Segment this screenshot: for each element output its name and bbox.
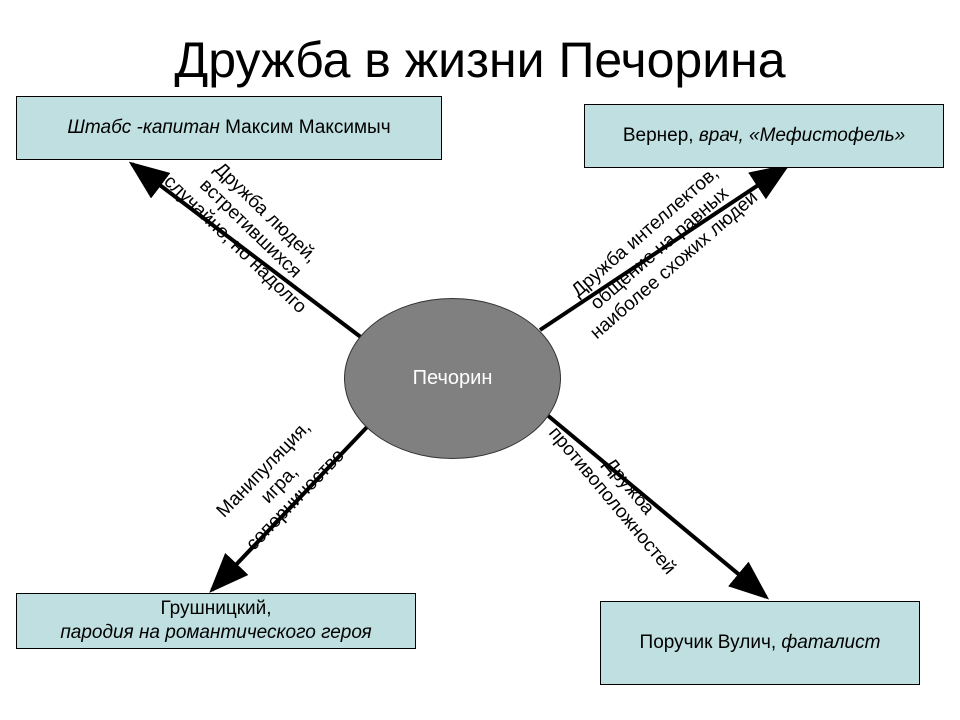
center-node-pechorin: Печорин	[344, 298, 561, 459]
node-grushnitsky: Грушницкий, пародия на романтического ге…	[16, 593, 416, 649]
node-maksim-name: Максим Максимыч	[219, 117, 391, 138]
node-vulich: Поручик Вулич, фаталист	[600, 601, 920, 685]
arrow-to-vulich	[544, 412, 770, 600]
node-maksim-maksimych: Штабс -капитан Максим Максимыч	[16, 96, 442, 160]
center-node-label: Печорин	[412, 367, 493, 389]
arrow-to-maksim	[128, 161, 364, 340]
arrow-to-werner	[538, 163, 791, 332]
node-maksim-rank: Штабс -капитан	[67, 117, 220, 138]
node-werner: Вернер, врач, «Мефистофель»	[584, 104, 944, 168]
node-werner-name: Вернер,	[622, 125, 699, 146]
node-werner-desc: врач, «Мефистофель»	[698, 125, 906, 146]
node-vulich-name: Поручик Вулич,	[639, 632, 782, 653]
node-grushnitsky-desc: пародия на романтического героя	[60, 622, 372, 643]
arrow-to-grushnitsky	[209, 424, 370, 593]
node-vulich-desc: фаталист	[781, 632, 881, 653]
node-grushnitsky-name: Грушницкий,	[160, 598, 272, 619]
page-title: Дружба в жизни Печорина	[174, 32, 786, 88]
